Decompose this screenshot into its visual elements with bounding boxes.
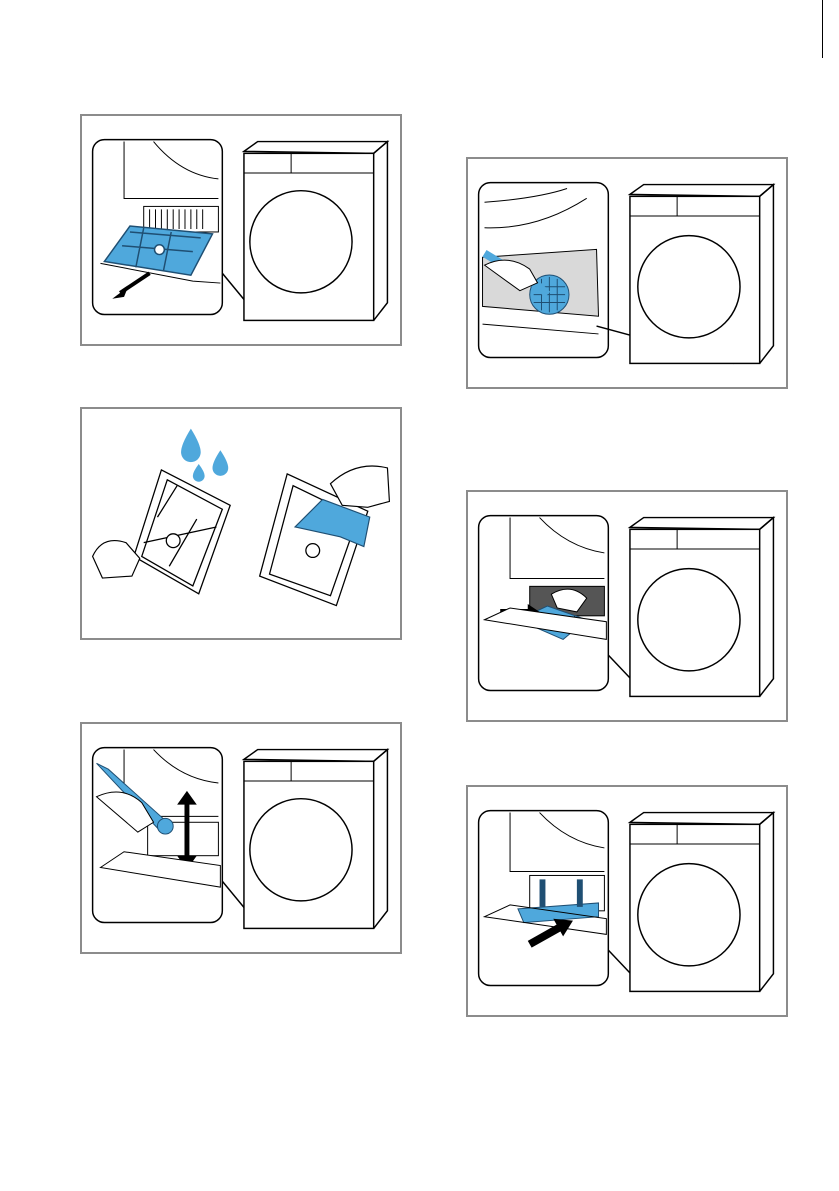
dryer-filter-removal-drawing (82, 116, 400, 344)
illustration-close-cover (466, 785, 788, 1017)
illustration-remove-filter (80, 114, 402, 346)
cover-close-drawing (468, 787, 786, 1015)
filter-rinse-drawing (82, 409, 400, 638)
filter-insert-drawing (468, 492, 786, 720)
water-drop-icon (181, 429, 201, 462)
illustration-rinse-filter (80, 407, 402, 640)
brush-cleaning-drawing (82, 724, 400, 952)
crop-mark (822, 0, 823, 58)
illustration-insert-filter (466, 490, 788, 722)
seal-cleaning-drawing (468, 159, 786, 387)
illustration-clean-seal (466, 157, 788, 389)
illustration-brush-clean (80, 722, 402, 954)
